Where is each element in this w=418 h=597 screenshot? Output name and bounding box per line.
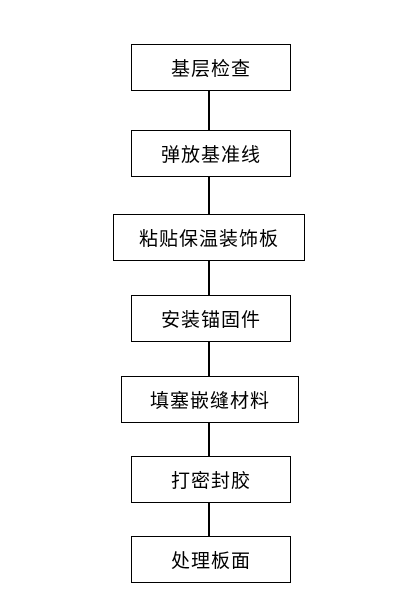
connector-line [208,91,210,130]
step-box-apply-sealant: 打密封胶 [131,456,291,503]
step-box-base-inspection: 基层检查 [131,44,291,91]
connector-line [208,177,210,214]
step-label: 填塞嵌缝材料 [149,390,270,412]
step-label: 处理板面 [170,550,251,572]
step-box-install-anchors: 安装锚固件 [131,295,291,342]
step-box-fill-joint-material: 填塞嵌缝材料 [121,376,299,423]
step-label: 打密封胶 [170,470,251,492]
step-box-reference-lines: 弹放基准线 [131,130,291,177]
step-label: 基层检查 [170,58,251,80]
connector-line [208,261,210,295]
step-box-finish-surface: 处理板面 [131,536,291,583]
step-label: 安装锚固件 [160,309,261,331]
connector-line [208,423,210,456]
step-label: 粘贴保温装饰板 [138,228,279,250]
connector-line [208,342,210,376]
step-label: 弹放基准线 [160,144,261,166]
step-box-attach-insulation-board: 粘贴保温装饰板 [113,214,305,261]
connector-line [208,503,210,536]
